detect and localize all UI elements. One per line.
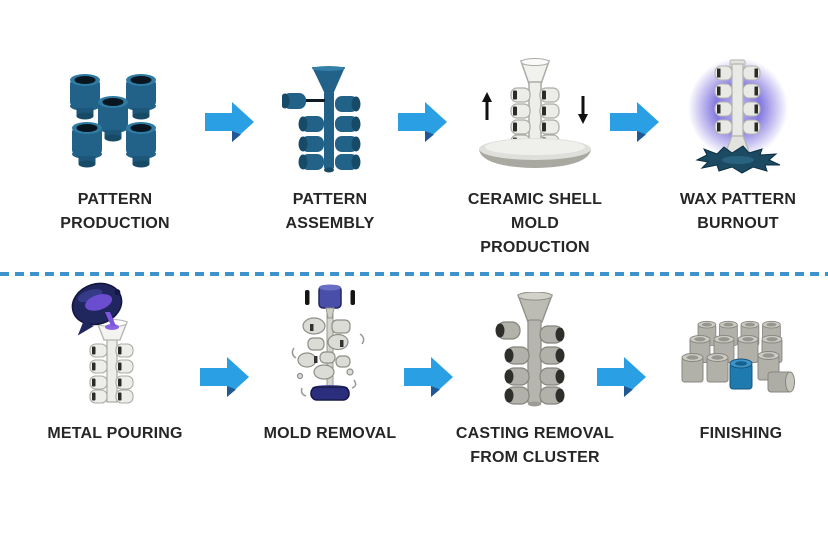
step-label: PATTERN PRODUCTION [60, 191, 170, 232]
step-label: PATTERN ASSEMBLY [285, 191, 375, 232]
ceramic-shell-dip-icon [479, 58, 591, 168]
step-label: WAX PATTERN BURNOUT [679, 191, 797, 232]
step-ceramic-shell-mold: CERAMIC SHELL MOLD PRODUCTION [442, 42, 628, 260]
mold-removal-icon [291, 284, 365, 401]
step-pattern-production: PATTERN PRODUCTION [22, 42, 208, 236]
step-label: METAL POURING [47, 425, 183, 442]
arrow-right-icon [610, 102, 659, 142]
metal-pouring-icon [71, 282, 134, 404]
step-finishing: FINISHING [650, 280, 828, 446]
step-label: MOLD REMOVAL [263, 425, 397, 442]
blue-finished-part [729, 358, 753, 390]
step-casting-removal: CASTING REMOVAL FROM CLUSTER [442, 280, 628, 470]
casting-cluster-icon [494, 292, 566, 407]
step-label: CERAMIC SHELL MOLD PRODUCTION [467, 191, 603, 256]
pattern-tree-icon [282, 66, 361, 173]
wax-patterns-icon [70, 74, 156, 168]
finished-parts-icon [681, 320, 795, 393]
arrow-right-icon [597, 357, 646, 397]
arrow-right-icon [398, 102, 447, 142]
step-pattern-assembly: PATTERN ASSEMBLY [242, 42, 418, 236]
row-divider-dashed-line [0, 272, 828, 276]
burnout-glow-icon [688, 58, 788, 174]
arrow-right-icon [205, 102, 254, 142]
step-mold-removal: MOLD REMOVAL [242, 280, 418, 446]
step-label: FINISHING [699, 425, 783, 442]
step-label: CASTING REMOVAL FROM CLUSTER [455, 425, 615, 466]
arrow-right-icon [404, 357, 453, 397]
step-metal-pouring: METAL POURING [22, 280, 208, 446]
step-wax-burnout: WAX PATTERN BURNOUT [647, 42, 828, 236]
arrow-right-icon [200, 357, 249, 397]
